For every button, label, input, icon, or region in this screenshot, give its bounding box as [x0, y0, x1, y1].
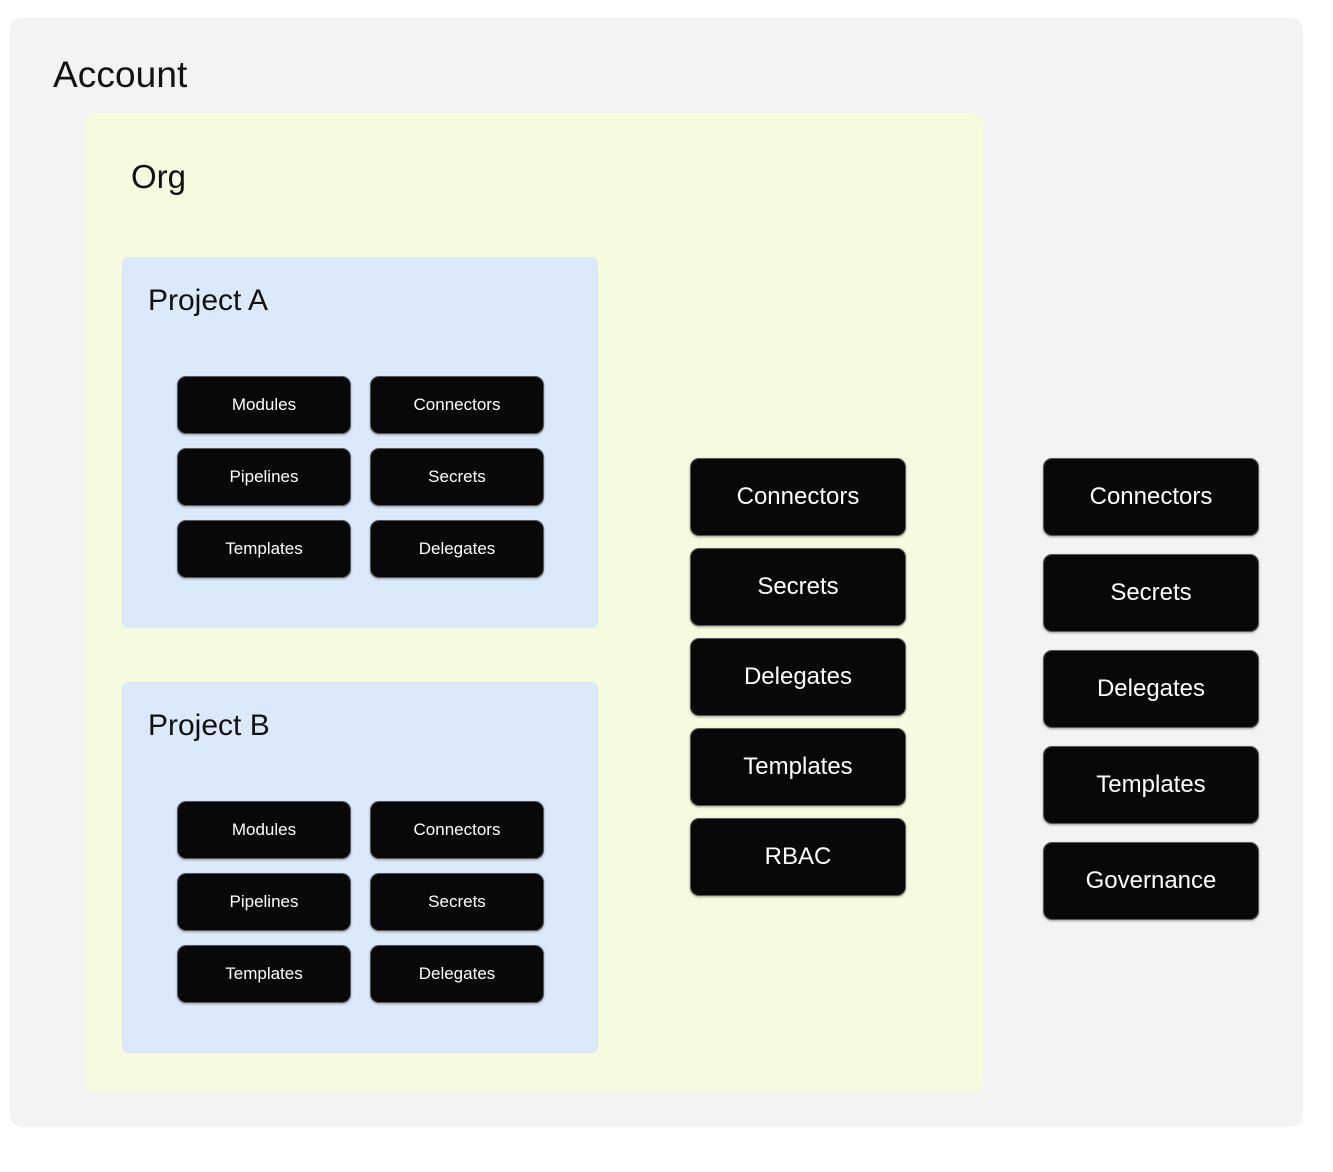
project-b-resource-grid: Modules Connectors Pipelines Secrets Tem…	[177, 801, 544, 1003]
account-scope-container: Account Org Project A Modules Connectors…	[10, 18, 1303, 1127]
account-scope-label: Account	[53, 54, 188, 95]
project-a-resource-modules[interactable]: Modules	[177, 376, 351, 434]
account-resource-delegates[interactable]: Delegates	[1043, 650, 1259, 728]
org-resource-templates[interactable]: Templates	[690, 728, 906, 806]
project-a-resource-templates[interactable]: Templates	[177, 520, 351, 578]
org-scope-label: Org	[131, 158, 187, 195]
project-b-resource-modules[interactable]: Modules	[177, 801, 351, 859]
project-b-label: Project B	[148, 709, 270, 742]
org-resource-delegates[interactable]: Delegates	[690, 638, 906, 716]
project-b-resource-templates[interactable]: Templates	[177, 945, 351, 1003]
project-a-resource-grid: Modules Connectors Pipelines Secrets Tem…	[177, 376, 544, 578]
org-resource-secrets[interactable]: Secrets	[690, 548, 906, 626]
org-resource-stack: Connectors Secrets Delegates Templates R…	[690, 458, 906, 896]
account-resource-connectors[interactable]: Connectors	[1043, 458, 1259, 536]
account-resource-governance[interactable]: Governance	[1043, 842, 1259, 920]
project-b-resource-delegates[interactable]: Delegates	[370, 945, 544, 1003]
project-b-container: Project B Modules Connectors Pipelines S…	[122, 682, 598, 1053]
account-resource-templates[interactable]: Templates	[1043, 746, 1259, 824]
org-resource-connectors[interactable]: Connectors	[690, 458, 906, 536]
project-b-resource-secrets[interactable]: Secrets	[370, 873, 544, 931]
project-a-label: Project A	[148, 284, 269, 317]
project-a-resource-connectors[interactable]: Connectors	[370, 376, 544, 434]
project-b-resource-connectors[interactable]: Connectors	[370, 801, 544, 859]
project-a-resource-pipelines[interactable]: Pipelines	[177, 448, 351, 506]
account-resource-stack: Connectors Secrets Delegates Templates G…	[1043, 458, 1259, 920]
project-b-resource-pipelines[interactable]: Pipelines	[177, 873, 351, 931]
project-a-resource-secrets[interactable]: Secrets	[370, 448, 544, 506]
org-resource-rbac[interactable]: RBAC	[690, 818, 906, 896]
project-a-container: Project A Modules Connectors Pipelines S…	[122, 257, 598, 628]
account-resource-secrets[interactable]: Secrets	[1043, 554, 1259, 632]
project-a-resource-delegates[interactable]: Delegates	[370, 520, 544, 578]
